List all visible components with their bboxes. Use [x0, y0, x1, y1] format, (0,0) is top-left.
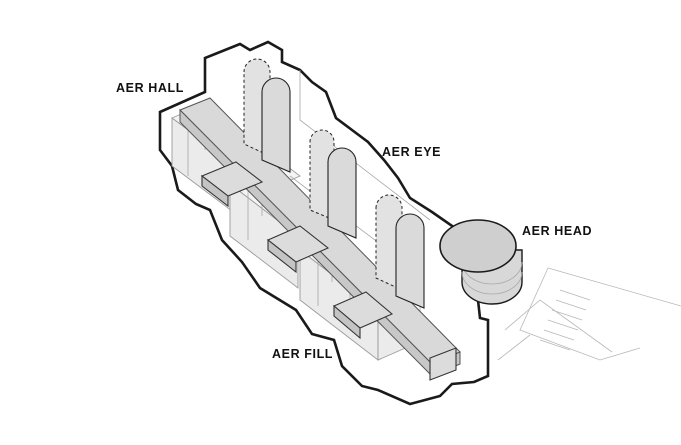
label-aer-eye: AER EYE — [382, 145, 441, 159]
context-linework — [497, 267, 681, 361]
diagram-labels: AER HALL AER EYE AER HEAD AER FILL — [116, 81, 592, 361]
aer-head-drum — [439, 219, 523, 305]
step-block — [429, 347, 457, 381]
step-block — [200, 161, 264, 208]
label-aer-head: AER HEAD — [522, 224, 592, 238]
step-block — [332, 291, 394, 340]
step-block — [266, 225, 330, 274]
tower-pair-1 — [243, 58, 291, 173]
label-aer-hall: AER HALL — [116, 81, 184, 95]
towers — [243, 58, 425, 309]
tower-pair-3 — [375, 194, 425, 309]
steps — [200, 161, 457, 381]
tower-pair-2 — [309, 129, 357, 239]
label-aer-fill: AER FILL — [272, 347, 333, 361]
